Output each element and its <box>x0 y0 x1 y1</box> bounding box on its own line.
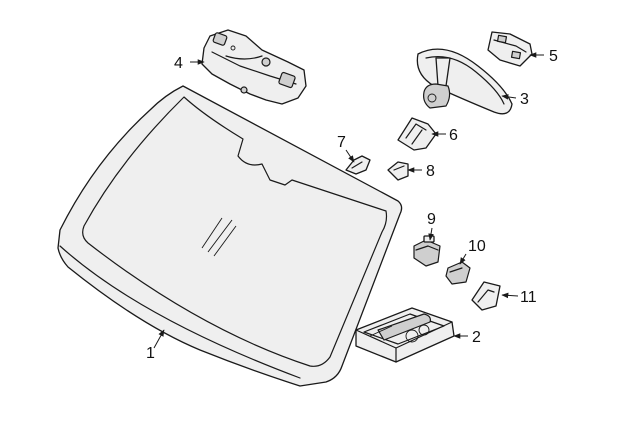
callout-2: 2 <box>472 329 481 346</box>
adhesive-kit[interactable] <box>355 307 455 363</box>
bracket[interactable] <box>471 281 501 311</box>
callout-3: 3 <box>520 91 529 108</box>
callout-5: 5 <box>549 48 558 65</box>
callout-1: 1 <box>146 345 155 362</box>
sensor-cover[interactable] <box>445 261 471 285</box>
clip[interactable] <box>387 161 409 181</box>
callout-6: 6 <box>449 127 458 144</box>
callout-4: 4 <box>174 55 183 72</box>
callout-10: 10 <box>468 238 486 255</box>
rearview-mirror[interactable] <box>416 48 513 115</box>
callout-8: 8 <box>426 163 435 180</box>
callout-9: 9 <box>427 211 436 228</box>
small-bracket[interactable] <box>345 155 371 175</box>
mirror-mount-bracket[interactable] <box>487 31 533 67</box>
sensor[interactable] <box>413 235 441 267</box>
callout-7: 7 <box>337 134 346 151</box>
rain-sensor-bracket[interactable] <box>201 29 307 105</box>
mirror-cover[interactable] <box>397 117 437 151</box>
leader-lines <box>153 52 544 349</box>
windshield-glass[interactable] <box>57 85 403 387</box>
callout-11: 11 <box>520 289 537 306</box>
